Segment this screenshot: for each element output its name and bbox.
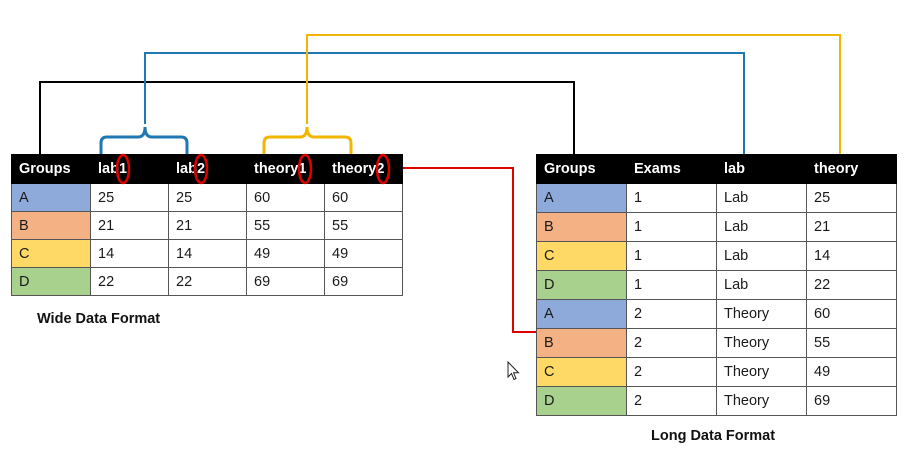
group-cell: A bbox=[536, 299, 627, 329]
table-cell: 1 bbox=[626, 183, 717, 213]
table-cell: 55 bbox=[324, 211, 403, 240]
table-row: D 22 22 69 69 bbox=[11, 267, 403, 296]
mouse-cursor-icon bbox=[507, 361, 520, 381]
table-cell: 55 bbox=[806, 328, 897, 358]
table-cell: 2 bbox=[626, 357, 717, 387]
lab-connector bbox=[144, 52, 745, 154]
group-cell: C bbox=[536, 357, 627, 387]
wide-header-theory1: theory1 bbox=[246, 154, 325, 184]
group-cell-a: A bbox=[11, 183, 91, 212]
table-cell: 14 bbox=[168, 239, 247, 268]
table-cell: Theory bbox=[716, 357, 807, 387]
long-header-row: Groups Exams lab theory bbox=[536, 154, 897, 184]
table-cell: 1 bbox=[626, 270, 717, 300]
table-cell: 2 bbox=[626, 299, 717, 329]
table-cell: 25 bbox=[168, 183, 247, 212]
table-row: A 25 25 60 60 bbox=[11, 183, 403, 212]
table-cell: Lab bbox=[716, 212, 807, 242]
table-cell: 60 bbox=[324, 183, 403, 212]
table-cell: 49 bbox=[806, 357, 897, 387]
group-cell-b: B bbox=[11, 211, 91, 240]
long-header-theory: theory bbox=[806, 154, 897, 184]
table-cell: Lab bbox=[716, 183, 807, 213]
wide-header-groups: Groups bbox=[11, 154, 91, 184]
wide-data-table: Groups lab1 lab2 theory1 theory2 A 25 25… bbox=[11, 154, 403, 296]
table-cell: 22 bbox=[168, 267, 247, 296]
groups-connector bbox=[39, 81, 575, 154]
group-cell: D bbox=[536, 270, 627, 300]
long-header-exams: Exams bbox=[626, 154, 717, 184]
group-cell: B bbox=[536, 212, 627, 242]
theory-bracket bbox=[262, 126, 353, 154]
wide-header-lab2: lab2 bbox=[168, 154, 247, 184]
wide-format-caption: Wide Data Format bbox=[37, 311, 161, 327]
long-format-caption: Long Data Format bbox=[651, 428, 776, 444]
long-header-groups: Groups bbox=[536, 154, 627, 184]
group-cell: C bbox=[536, 241, 627, 271]
table-cell: 21 bbox=[168, 211, 247, 240]
table-row: C 14 14 49 49 bbox=[11, 239, 403, 268]
table-cell: 69 bbox=[806, 386, 897, 416]
table-cell: 14 bbox=[90, 239, 169, 268]
group-cell-c: C bbox=[11, 239, 91, 268]
table-cell: 22 bbox=[806, 270, 897, 300]
table-cell: Lab bbox=[716, 241, 807, 271]
table-cell: Theory bbox=[716, 299, 807, 329]
table-cell: 22 bbox=[90, 267, 169, 296]
table-cell: 60 bbox=[806, 299, 897, 329]
table-cell: 2 bbox=[626, 386, 717, 416]
group-cell-d: D bbox=[11, 267, 91, 296]
table-cell: 25 bbox=[806, 183, 897, 213]
wide-header-lab1: lab1 bbox=[90, 154, 169, 184]
group-cell: D bbox=[536, 386, 627, 416]
table-cell: 21 bbox=[806, 212, 897, 242]
long-header-lab: lab bbox=[716, 154, 807, 184]
wide-header-theory2: theory2 bbox=[324, 154, 403, 184]
table-cell: Theory bbox=[716, 386, 807, 416]
table-cell: Theory bbox=[716, 328, 807, 358]
table-cell: 1 bbox=[626, 241, 717, 271]
theory-connector bbox=[306, 34, 841, 154]
table-cell: 14 bbox=[806, 241, 897, 271]
table-cell: 21 bbox=[90, 211, 169, 240]
group-cell: B bbox=[536, 328, 627, 358]
lab-bracket bbox=[99, 126, 189, 154]
table-cell: 1 bbox=[626, 212, 717, 242]
table-cell: 69 bbox=[324, 267, 403, 296]
table-cell: 49 bbox=[246, 239, 325, 268]
group-cell: A bbox=[536, 183, 627, 213]
table-row: B 21 21 55 55 bbox=[11, 211, 403, 240]
table-cell: 55 bbox=[246, 211, 325, 240]
table-cell: 49 bbox=[324, 239, 403, 268]
wide-header-row: Groups lab1 lab2 theory1 theory2 bbox=[11, 154, 403, 184]
table-cell: 2 bbox=[626, 328, 717, 358]
table-cell: 60 bbox=[246, 183, 325, 212]
table-cell: 25 bbox=[90, 183, 169, 212]
table-cell: Lab bbox=[716, 270, 807, 300]
table-cell: 69 bbox=[246, 267, 325, 296]
